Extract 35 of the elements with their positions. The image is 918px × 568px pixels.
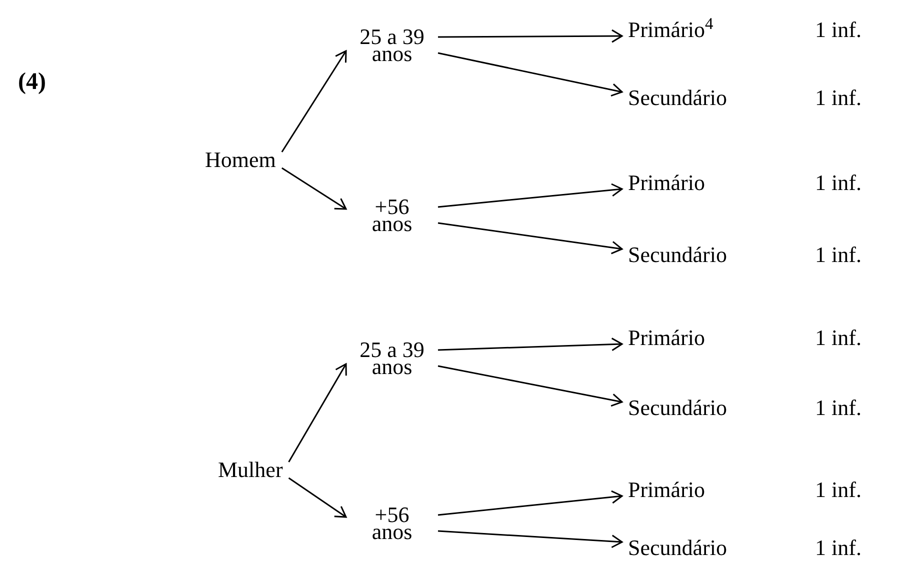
count-label: 1 inf. bbox=[815, 479, 862, 501]
category-label: Secundário bbox=[628, 397, 728, 419]
arrow bbox=[438, 490, 623, 516]
arrow bbox=[288, 363, 347, 462]
count-label: 1 inf. bbox=[815, 537, 862, 559]
count-label: 1 inf. bbox=[815, 397, 862, 419]
arrow bbox=[281, 167, 347, 210]
arrow bbox=[438, 183, 623, 208]
title: (4) bbox=[18, 70, 46, 94]
age-group-label: 25 a 39 anos bbox=[352, 28, 432, 62]
arrow bbox=[438, 530, 623, 548]
count-label: 1 inf. bbox=[815, 172, 862, 194]
gender-label: Homem bbox=[205, 149, 276, 171]
age-group-label: 25 a 39 anos bbox=[352, 341, 432, 375]
category-label: Secundário bbox=[628, 244, 728, 266]
count-label: 1 inf. bbox=[815, 19, 862, 41]
category-label: Secundário bbox=[628, 537, 728, 559]
gender-label: Mulher bbox=[218, 459, 283, 481]
arrow bbox=[438, 29, 623, 43]
age-group-label: +56 anos bbox=[352, 506, 432, 540]
category-label: Primário bbox=[628, 479, 706, 501]
arrow bbox=[281, 50, 347, 152]
count-label: 1 inf. bbox=[815, 87, 862, 109]
arrow bbox=[288, 477, 347, 518]
count-label: 1 inf. bbox=[815, 327, 862, 349]
category-label: Primário$^{4}$ bbox=[628, 19, 714, 41]
arrow bbox=[438, 52, 623, 97]
category-label: Primário bbox=[628, 327, 706, 349]
arrow bbox=[438, 222, 623, 254]
category-label: Primário bbox=[628, 172, 706, 194]
age-group-label: +56 anos bbox=[352, 198, 432, 232]
category-label: Secundário bbox=[628, 87, 728, 109]
count-label: 1 inf. bbox=[815, 244, 862, 266]
arrow bbox=[438, 365, 623, 407]
arrow bbox=[438, 338, 623, 352]
